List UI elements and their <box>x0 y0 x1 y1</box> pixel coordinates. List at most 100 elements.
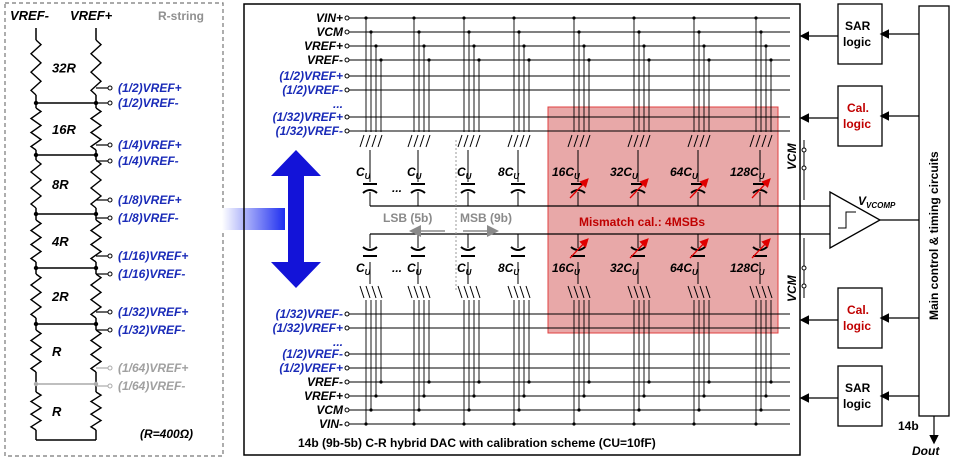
cap-label: 32CU <box>610 261 638 277</box>
cap-label: 128CU <box>730 261 765 277</box>
resistor-left <box>29 107 43 151</box>
tap-minus-label: (1/4)VREF- <box>118 154 179 168</box>
cap-label: 32CU <box>610 165 638 181</box>
dac-input-label: ... <box>333 97 343 111</box>
cap-label: CU <box>407 165 422 181</box>
dac-input-label: VREF- <box>307 53 343 67</box>
resistor-label: 8R <box>52 177 69 192</box>
resistor-right <box>89 159 103 209</box>
cal-logic-top-1: Cal. <box>847 101 869 115</box>
resistor-right <box>89 391 103 431</box>
right-wires <box>799 29 939 445</box>
cap-label: CU <box>457 261 472 277</box>
mismatch-label: Mismatch cal.: 4MSBs <box>579 215 705 229</box>
rstring-resistors: 32R 16R 8R 4R 2R R R <box>29 39 103 431</box>
cal-logic-top-2: logic <box>843 117 871 131</box>
right-blocks <box>837 3 950 427</box>
resistor-label: R <box>52 344 62 359</box>
dac-input-labels: VIN+VCMVREF+VREF-(1/2)VREF+(1/2)VREF-...… <box>273 11 790 431</box>
sar-logic-bottom-1: SAR <box>845 381 871 395</box>
resistor-label: R <box>52 404 62 419</box>
dac-buses <box>359 16 773 426</box>
resistor-right <box>89 329 103 373</box>
resistor-label: 32R <box>52 61 76 76</box>
resistor-left <box>29 159 43 209</box>
cap-label: 128CU <box>730 165 765 181</box>
dac-input-label: VCM <box>316 25 344 39</box>
resistor-left <box>29 219 43 263</box>
comparator <box>829 190 882 250</box>
cap-ellipsis: ... <box>392 181 402 195</box>
dac-input-label: VIN- <box>319 417 343 431</box>
dac-input-label: (1/2)VREF- <box>282 347 343 361</box>
sar-logic-bottom-2: logic <box>843 397 871 411</box>
resistor-left <box>29 391 43 431</box>
cap-label: 64CU <box>670 261 698 277</box>
dout-label: Dout <box>912 444 940 458</box>
vcm-label-top: VCM <box>785 142 799 170</box>
dac-input-label: (1/32)VREF- <box>276 307 343 321</box>
rstring-vref-minus-label: VREF- <box>10 8 49 23</box>
resistor-label: 4R <box>51 234 69 249</box>
tap-plus-label: (1/64)VREF+ <box>118 361 188 375</box>
cap-label: 64CU <box>670 165 698 181</box>
sar-logic-top-2: logic <box>843 35 871 49</box>
vcm-switches <box>801 140 807 298</box>
tap-plus-label: (1/8)VREF+ <box>118 193 182 207</box>
main-control-label: Main control & timing circuits <box>927 151 941 320</box>
cap-ellipsis: ... <box>392 261 402 275</box>
dac-input-label: (1/2)VREF- <box>282 83 343 97</box>
dac-input-label: (1/32)VREF+ <box>273 110 343 124</box>
dac-input-label: (1/32)VREF+ <box>273 321 343 335</box>
dac-caption: 14b (9b-5b) C-R hybrid DAC with calibrat… <box>298 436 656 450</box>
resistor-label: 2R <box>51 289 69 304</box>
tap-minus-label: (1/2)VREF- <box>118 96 179 110</box>
cap-label: CU <box>457 165 472 181</box>
dac-input-label: VCM <box>316 403 344 417</box>
comparator-label: VVCOMP <box>858 194 896 210</box>
tap-plus-label: (1/4)VREF+ <box>118 138 182 152</box>
lsb-label: LSB (5b) <box>383 211 432 225</box>
dac-input-label: VREF- <box>307 375 343 389</box>
sar-logic-top-1: SAR <box>845 19 871 33</box>
rstring-vref-plus-label: VREF+ <box>70 8 113 23</box>
dac-input-label: ... <box>333 335 343 349</box>
msb-label: MSB (9b) <box>460 211 512 225</box>
dac-input-label: VIN+ <box>316 11 343 25</box>
tap-plus-label: (1/2)VREF+ <box>118 81 182 95</box>
resistor-right <box>89 107 103 151</box>
cap-label: 16CU <box>552 165 580 181</box>
dac-input-label: (1/32)VREF- <box>276 124 343 138</box>
dac-box <box>243 3 801 456</box>
cap-label: CU <box>407 261 422 277</box>
cap-label: 16CU <box>552 261 580 277</box>
resistor-right <box>89 39 103 96</box>
dac-input-label: (1/2)VREF+ <box>279 69 343 83</box>
cap-array: CU CU CU CU CU CU 8CU 8CU 16CU 16CU 32CU 32CU 64CU 64… <box>356 165 800 277</box>
resistor-right <box>89 273 103 319</box>
blue-horizontal-arrow <box>222 208 285 230</box>
resistor-label: 16R <box>52 122 76 137</box>
cap-label: 8CU <box>498 165 519 181</box>
vcm-label-bottom: VCM <box>785 274 799 302</box>
rstring-title: R-string <box>158 9 204 23</box>
tap-minus-label: (1/16)VREF- <box>118 267 185 281</box>
cal-logic-bottom-1: Cal. <box>847 303 869 317</box>
rstring-rungs <box>33 100 99 387</box>
tap-plus-label: (1/16)VREF+ <box>118 249 188 263</box>
tap-minus-label: (1/32)VREF- <box>118 323 185 337</box>
cap-label: CU <box>356 261 371 277</box>
dac-input-label: VREF+ <box>304 39 343 53</box>
rstring-tap-labels: (1/2)VREF+(1/2)VREF- (1/4)VREF+ (1/4)VREF-… <box>96 81 188 393</box>
resistor-left <box>29 273 43 319</box>
cal-logic-bottom-2: logic <box>843 319 871 333</box>
dac-input-label: VREF+ <box>304 389 343 403</box>
cap-label: CU <box>356 165 371 181</box>
blue-vertical-arrow <box>271 150 321 288</box>
rstring-note: (R=400Ω) <box>140 427 193 441</box>
tap-minus-label: (1/8)VREF- <box>118 211 179 225</box>
cap-label: 8CU <box>498 261 519 277</box>
resistor-left <box>29 39 43 96</box>
resistor-left <box>29 329 43 373</box>
